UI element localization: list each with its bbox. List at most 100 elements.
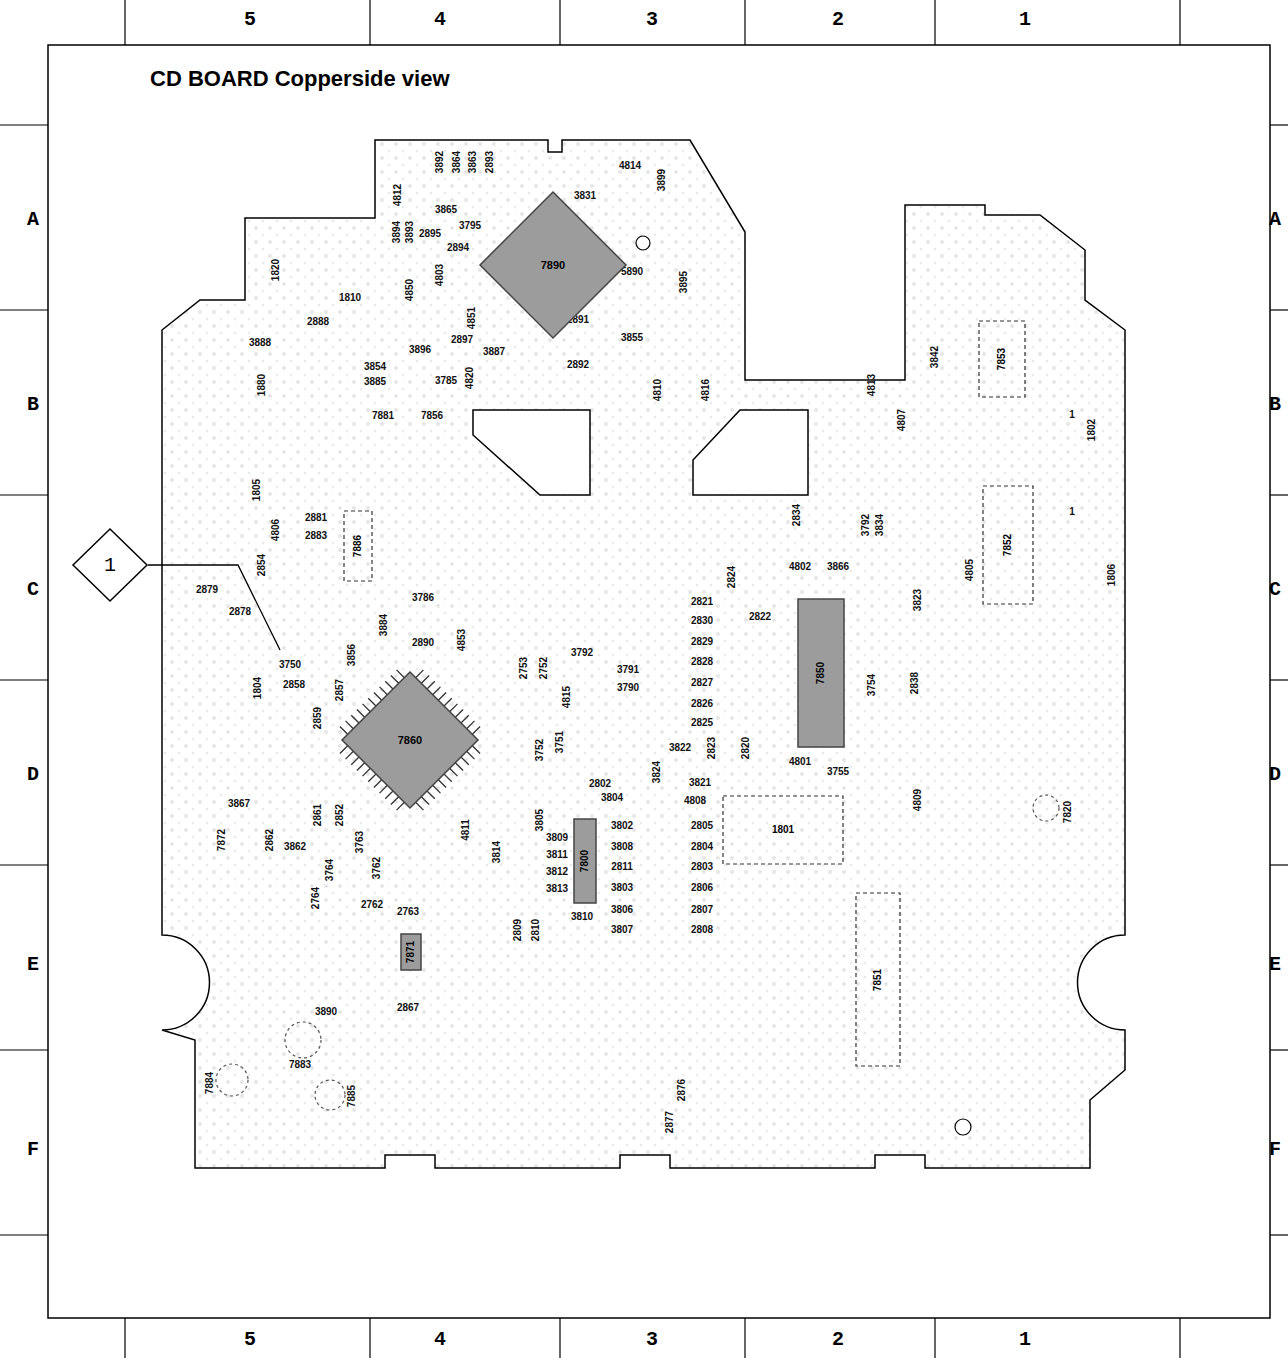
component-reference: 4802 [789,561,811,573]
grid-frame [48,45,1270,1318]
component-reference: 2876 [676,1079,688,1101]
component-reference: 3854 [364,361,386,373]
component-reference: 2820 [740,737,752,759]
component-reference: 3867 [228,798,250,810]
component-reference: 1805 [251,479,263,501]
component-reference: 7851 [872,968,884,990]
component-reference: 3856 [346,644,358,666]
component-reference: 3785 [435,375,457,387]
component-reference: 2892 [567,359,589,371]
component-reference: 3865 [435,204,457,216]
component-reference: 2763 [397,906,419,918]
component-outline [723,796,843,864]
component-reference: 3762 [371,857,383,879]
component-reference: 1804 [252,677,264,699]
component-outline: 1801 [722,795,844,865]
grid-reference: B [1269,394,1281,416]
component-reference: 3892 [434,151,446,173]
grid-reference: B [27,394,39,416]
grid-reference: C [27,579,39,601]
component-reference: 3795 [459,220,481,232]
grid-reference: A [27,209,39,231]
component-reference: 2878 [229,606,251,618]
component-reference: 3810 [571,911,593,923]
component-reference: 3831 [574,190,596,202]
component-reference: 7853 [996,348,1008,370]
component-reference: 2859 [312,707,324,729]
component-reference: 3890 [315,1006,337,1018]
component-reference: 2753 [518,657,530,679]
ic-body [574,819,596,903]
component-reference: 1806 [1106,564,1118,586]
component-reference: 7860 [398,734,422,747]
component-reference: 4851 [466,307,478,329]
mounting-hole [955,1119,971,1135]
component-reference: 1810 [339,292,361,304]
component-reference: 3862 [284,841,306,853]
board-outline [162,140,1125,1168]
component-reference: 2802 [589,778,611,790]
component-reference: 2829 [691,636,713,648]
component-reference: 4803 [434,264,446,286]
component-reference: 4807 [896,409,908,431]
component-reference: 2877 [664,1111,676,1133]
component-outline: 7852 [982,485,1034,605]
callout-diamond [73,529,147,601]
component-reference: 7881 [372,410,394,422]
component-reference: 4813 [866,374,878,396]
grid-reference: 4 [434,9,446,31]
component-reference: 2809 [512,919,524,941]
grid-reference: 2 [832,9,844,31]
component-reference: 2867 [397,1002,419,1014]
component-reference: 2762 [361,899,383,911]
leader-line [148,565,280,650]
grid-reference: 3 [646,1329,658,1351]
component-reference: 3888 [249,337,271,349]
ic-body [342,672,478,808]
board-title: CD BOARD Copperside view [150,66,450,92]
ic-chip: 7890 [478,190,628,340]
component-reference: 2821 [691,596,713,608]
component-reference: 3763 [354,831,366,853]
component-reference: 2894 [447,242,469,254]
component-reference: 2852 [334,804,346,826]
component-reference: 3754 [866,674,878,696]
component-reference: 3896 [409,344,431,356]
component-outline [983,486,1033,604]
component-reference: 7886 [352,535,364,557]
component-reference: 2752 [538,657,550,679]
component-reference: 3764 [324,859,336,881]
component-reference: 3802 [611,820,633,832]
component-reference: 3842 [929,346,941,368]
component-reference: 2857 [334,679,346,701]
component-reference: 4805 [964,559,976,581]
component-reference: 2764 [310,887,322,909]
component-reference: 7800 [579,850,591,872]
component-reference: 3807 [611,924,633,936]
component-outline: 7853 [978,320,1026,398]
grid-reference: F [1269,1139,1281,1161]
component-reference: 3812 [546,866,568,878]
component-reference: 3895 [678,271,690,293]
component-reference: 2879 [196,584,218,596]
ic-chip: 7871 [400,933,422,971]
ic-pins [340,670,480,810]
component-reference: 2838 [909,672,921,694]
grid-reference: 1 [1019,9,1031,31]
component-reference: 2834 [791,504,803,526]
component-reference: 1820 [270,259,282,281]
component-outline: 7886 [343,510,373,582]
component-reference: 2862 [264,829,276,851]
board-cutout [473,410,590,495]
component-reference: 4816 [700,379,712,401]
component-reference: 7850 [815,662,827,684]
grid-reference: A [1269,209,1281,231]
component-reference: 3805 [534,809,546,831]
component-reference: 2897 [451,334,473,346]
component-reference: 7883 [289,1059,311,1071]
component-reference: 2828 [691,656,713,668]
component-reference: 7890 [541,259,565,272]
component-reference: 4811 [460,819,472,841]
